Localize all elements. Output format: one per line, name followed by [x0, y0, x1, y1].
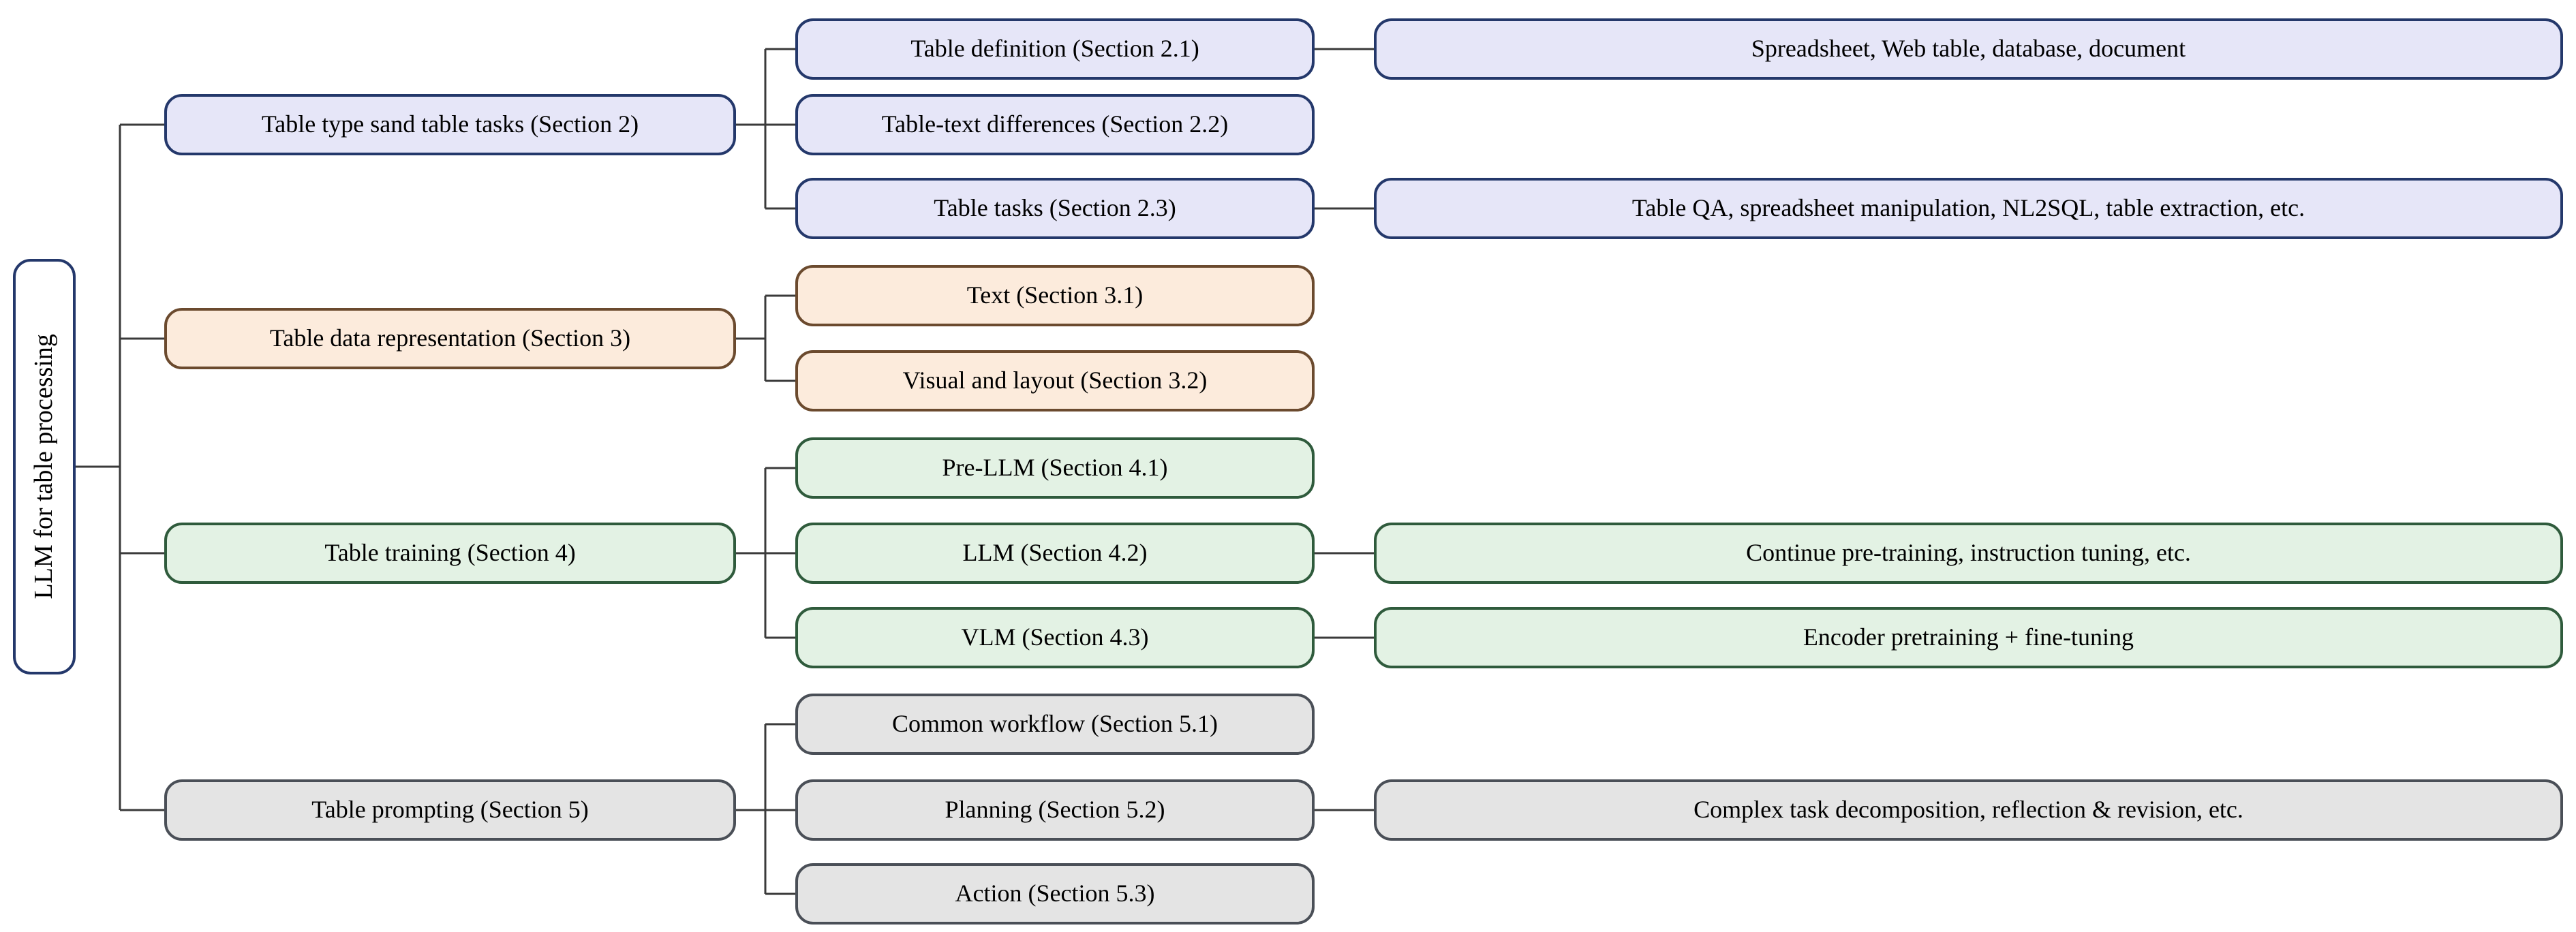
- node-table-tasks: Table tasks (Section 2.3): [795, 178, 1315, 239]
- detail-vlm: Encoder pretraining + fine-tuning: [1374, 607, 2563, 668]
- node-label: Common workflow (Section 5.1): [892, 710, 1218, 738]
- root-node-label: LLM for table processing: [29, 334, 59, 600]
- detail-label: Table QA, spreadsheet manipulation, NL2S…: [1631, 194, 2305, 222]
- detail-label: Continue pre-training, instruction tunin…: [1746, 539, 2191, 567]
- detail-planning: Complex task decomposition, reflection &…: [1374, 779, 2563, 841]
- branch-table-training: Table training (Section 4): [164, 523, 736, 584]
- detail-table-tasks: Table QA, spreadsheet manipulation, NL2S…: [1374, 178, 2563, 239]
- branch-table-prompting: Table prompting (Section 5): [164, 779, 736, 841]
- node-label: Text (Section 3.1): [966, 281, 1144, 309]
- node-label: VLM (Section 4.3): [961, 623, 1149, 651]
- detail-label: Encoder pretraining + fine-tuning: [1803, 623, 2134, 651]
- node-label: Pre-LLM (Section 4.1): [942, 454, 1168, 482]
- branch-label: Table training (Section 4): [324, 539, 576, 567]
- detail-label: Complex task decomposition, reflection &…: [1693, 796, 2243, 824]
- node-table-text-differences: Table-text differences (Section 2.2): [795, 94, 1315, 155]
- leaf-connectors: [1315, 48, 1374, 811]
- node-visual-and-layout: Visual and layout (Section 3.2): [795, 350, 1315, 411]
- node-label: LLM (Section 4.2): [962, 539, 1148, 567]
- node-action: Action (Section 5.3): [795, 863, 1315, 925]
- section2-connectors: [736, 48, 795, 210]
- section4-connectors: [736, 467, 795, 639]
- node-label: Table tasks (Section 2.3): [934, 194, 1176, 222]
- node-label: Table-text differences (Section 2.2): [881, 110, 1229, 138]
- node-label: Planning (Section 5.2): [945, 796, 1165, 824]
- branch-label: Table type sand table tasks (Section 2): [261, 110, 639, 138]
- branch-table-data-representation: Table data representation (Section 3): [164, 308, 736, 369]
- root-node: LLM for table processing: [13, 259, 76, 674]
- branch-label: Table prompting (Section 5): [311, 796, 589, 824]
- detail-label: Spreadsheet, Web table, database, docume…: [1751, 35, 2186, 63]
- node-table-definition: Table definition (Section 2.1): [795, 18, 1315, 80]
- detail-table-definition: Spreadsheet, Web table, database, docume…: [1374, 18, 2563, 80]
- section3-connectors: [736, 294, 795, 382]
- branch-label: Table data representation (Section 3): [269, 324, 631, 352]
- root-connectors: [76, 123, 164, 811]
- node-pre-llm: Pre-LLM (Section 4.1): [795, 437, 1315, 499]
- section5-connectors: [736, 723, 795, 895]
- node-label: Action (Section 5.3): [955, 880, 1155, 907]
- node-llm: LLM (Section 4.2): [795, 523, 1315, 584]
- node-label: Table definition (Section 2.1): [910, 35, 1199, 63]
- node-label: Visual and layout (Section 3.2): [902, 367, 1208, 394]
- node-planning: Planning (Section 5.2): [795, 779, 1315, 841]
- detail-llm: Continue pre-training, instruction tunin…: [1374, 523, 2563, 584]
- branch-table-types-tasks: Table type sand table tasks (Section 2): [164, 94, 736, 155]
- node-common-workflow: Common workflow (Section 5.1): [795, 694, 1315, 755]
- node-text-representation: Text (Section 3.1): [795, 265, 1315, 326]
- node-vlm: VLM (Section 4.3): [795, 607, 1315, 668]
